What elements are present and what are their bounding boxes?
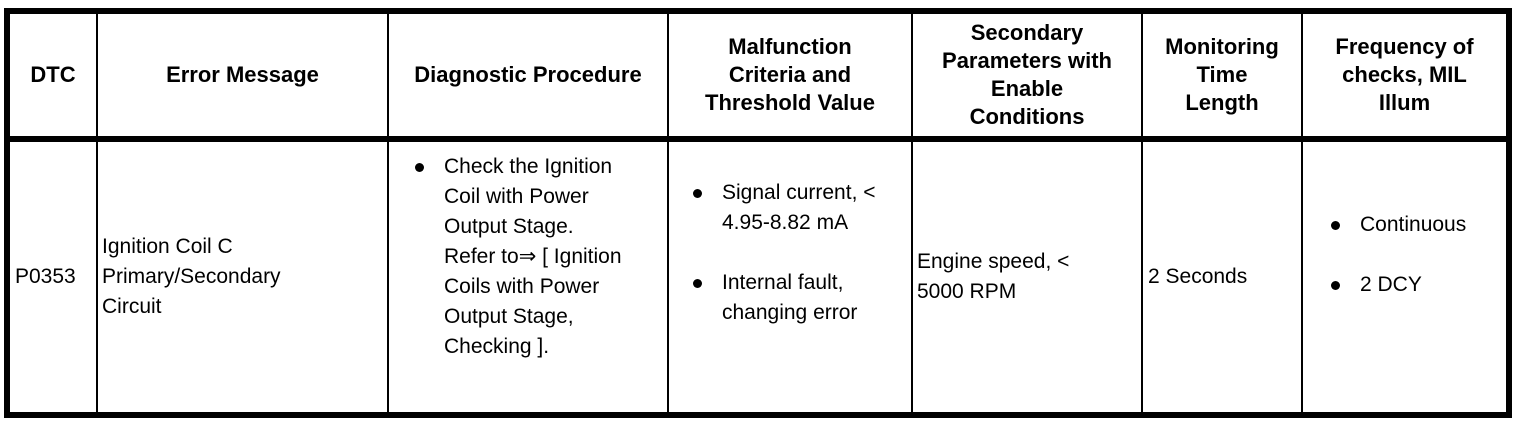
diagnostic-line: Checking ]. bbox=[444, 335, 550, 358]
diagnostic-line: Coil with Power bbox=[444, 185, 589, 208]
header-cell-error-message: Error Message bbox=[96, 14, 387, 142]
malfunction-line: changing error bbox=[722, 301, 858, 324]
cell-secondary-parameters: Engine speed, < 5000 RPM bbox=[911, 142, 1141, 412]
header-line: Secondary bbox=[970, 20, 1084, 45]
frequency-bullet-item: Continuous bbox=[1331, 210, 1502, 240]
header-line: Conditions bbox=[969, 104, 1085, 129]
monitoring-time-value: 2 Seconds bbox=[1148, 265, 1248, 288]
header-line: Frequency of bbox=[1335, 34, 1474, 59]
bullet-icon bbox=[1331, 281, 1340, 290]
cell-malfunction-criteria: Signal current, < 4.95-8.82 mA Internal … bbox=[667, 142, 911, 412]
diagnostic-line: Coils with Power bbox=[444, 275, 600, 298]
cell-diagnostic-procedure: Check the Ignition Coil with Power Outpu… bbox=[387, 142, 667, 412]
malfunction-bullet-item: Internal fault, changing error bbox=[693, 268, 907, 328]
header-line: Parameters with bbox=[942, 48, 1112, 73]
malfunction-line: 4.95-8.82 mA bbox=[722, 211, 849, 234]
error-message-line: Circuit bbox=[102, 295, 162, 318]
frequency-bullet-item: 2 DCY bbox=[1331, 270, 1502, 300]
diagnostic-text: Check the Ignition Coil with Power Outpu… bbox=[444, 152, 663, 362]
header-cell-dtc: DTC bbox=[10, 14, 96, 142]
malfunction-bullet-item: Signal current, < 4.95-8.82 mA bbox=[693, 178, 907, 238]
header-line: Enable bbox=[990, 76, 1064, 101]
bullet-icon bbox=[1331, 221, 1340, 230]
cell-frequency: Continuous 2 DCY bbox=[1301, 142, 1506, 412]
header-cell-secondary-parameters: Secondary Parameters with Enable Conditi… bbox=[911, 14, 1141, 142]
diagnostic-line: Refer to⇒ [ Ignition bbox=[444, 245, 622, 268]
dtc-code: P0353 bbox=[15, 265, 76, 288]
dtc-table: DTC Error Message Diagnostic Procedure M… bbox=[4, 8, 1512, 418]
header-cell-frequency: Frequency of checks, MIL Illum bbox=[1301, 14, 1506, 142]
cell-dtc-code: P0353 bbox=[10, 142, 96, 412]
diagnostic-line: Output Stage. bbox=[444, 215, 574, 238]
header-cell-monitoring-time: Monitoring Time Length bbox=[1141, 14, 1301, 142]
bullet-icon bbox=[415, 163, 424, 172]
bullet-icon bbox=[693, 189, 702, 198]
header-line: Malfunction bbox=[728, 34, 852, 59]
header-cell-malfunction-criteria: Malfunction Criteria and Threshold Value bbox=[667, 14, 911, 142]
header-line: Threshold Value bbox=[705, 90, 875, 115]
diagnostic-bullet-item: Check the Ignition Coil with Power Outpu… bbox=[415, 152, 663, 362]
header-line: Monitoring bbox=[1165, 34, 1279, 59]
cell-error-message: Ignition Coil C Primary/Secondary Circui… bbox=[96, 142, 387, 412]
malfunction-text: Internal fault, changing error bbox=[722, 268, 907, 328]
cell-monitoring-time: 2 Seconds bbox=[1141, 142, 1301, 412]
bullet-icon bbox=[693, 279, 702, 288]
header-label-dtc: DTC bbox=[30, 62, 76, 87]
diagnostic-line: Output Stage, bbox=[444, 305, 574, 328]
frequency-text: Continuous bbox=[1360, 213, 1467, 236]
header-line: Criteria and bbox=[728, 62, 852, 87]
diagnostic-line: Check the Ignition bbox=[444, 155, 613, 178]
header-line: checks, MIL bbox=[1342, 62, 1467, 87]
error-message-line: Ignition Coil C bbox=[102, 235, 233, 258]
error-message-line: Primary/Secondary bbox=[102, 265, 281, 288]
header-line: Illum bbox=[1378, 90, 1431, 115]
header-cell-diagnostic-procedure: Diagnostic Procedure bbox=[387, 14, 667, 142]
secondary-parameters-line: 5000 RPM bbox=[917, 280, 1017, 303]
malfunction-line: Signal current, < bbox=[722, 181, 876, 204]
header-line: Time bbox=[1196, 62, 1248, 87]
malfunction-text: Signal current, < 4.95-8.82 mA bbox=[722, 178, 907, 238]
secondary-parameters-line: Engine speed, < bbox=[917, 250, 1070, 273]
header-line: Length bbox=[1185, 90, 1259, 115]
header-label-error-message: Error Message bbox=[166, 62, 319, 87]
header-label-diagnostic-procedure: Diagnostic Procedure bbox=[414, 62, 642, 87]
frequency-text: 2 DCY bbox=[1360, 273, 1422, 296]
malfunction-line: Internal fault, bbox=[722, 271, 844, 294]
